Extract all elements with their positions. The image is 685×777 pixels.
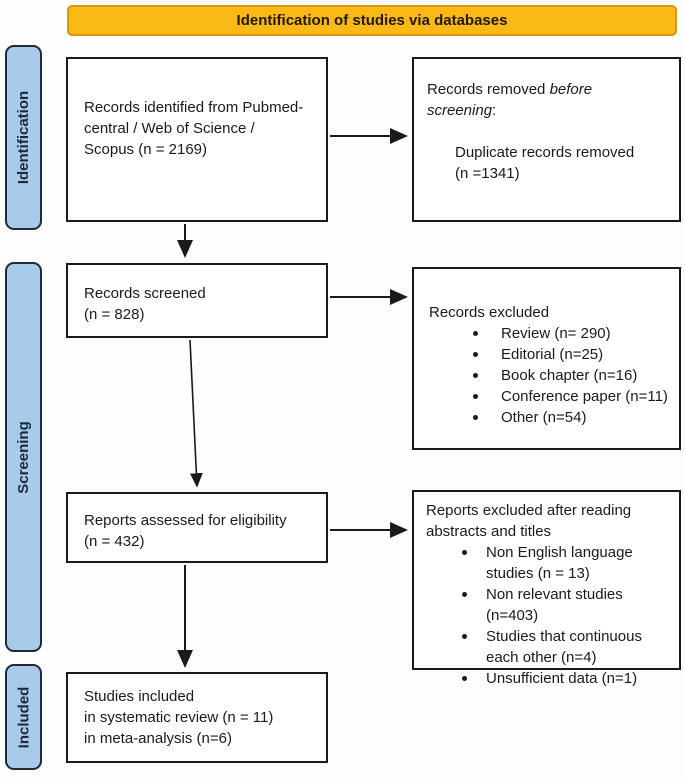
- box-line: Records screened: [84, 285, 206, 302]
- box-reports-excluded: Reports excluded after reading abstracts…: [412, 490, 681, 687]
- box-records-identified: Records identified from Pubmed- central …: [66, 57, 328, 222]
- list-item: Review (n= 290): [429, 323, 673, 344]
- text-italic: before: [549, 81, 593, 98]
- box-line: central / Web of Science /: [84, 120, 255, 137]
- box-line: Records identified from Pubmed-: [84, 99, 304, 116]
- box-reports-assessed: Reports assessed for eligibility (n = 43…: [66, 492, 328, 563]
- box-line: in meta-analysis (n=6): [84, 730, 232, 747]
- box-line: Reports assessed for eligibility: [84, 512, 287, 529]
- box-records-screened: Records screened (n = 828): [66, 263, 328, 338]
- exclusion-list: Review (n= 290) Editorial (n=25) Book ch…: [429, 323, 673, 428]
- exclusion-list: Non English language studies (n = 13) No…: [426, 542, 675, 689]
- box-line: (n =1341): [455, 165, 520, 182]
- box-line: Duplicate records removed: [455, 144, 635, 161]
- text-italic: screening: [427, 102, 493, 119]
- box-detail: Duplicate records removed (n =1341): [455, 142, 671, 184]
- box-heading: Records removed before screening:: [427, 79, 671, 121]
- box-records-removed: Records removed before screening: Duplic…: [412, 57, 681, 222]
- box-heading: Reports excluded after reading abstracts…: [426, 500, 675, 542]
- box-line: Reports excluded after reading: [426, 502, 632, 519]
- stage-label-identification: Identification: [5, 45, 42, 230]
- box-line: (n = 828): [84, 306, 145, 323]
- arrow-screened-to-assessed: [189, 339, 203, 488]
- box-heading: Records excluded: [429, 304, 550, 321]
- stage-label-text: Identification: [15, 90, 32, 185]
- box-line: Studies included: [84, 688, 195, 705]
- list-item: Non relevant studies (n=403): [426, 584, 675, 626]
- list-item: Book chapter (n=16): [429, 365, 673, 386]
- banner-title: Identification of studies via databases: [67, 5, 677, 36]
- box-line: abstracts and titles: [426, 523, 552, 540]
- stage-label-text: Included: [15, 686, 33, 748]
- list-item: Editorial (n=25): [429, 344, 673, 365]
- list-item: Studies that continuous each other (n=4): [426, 626, 675, 668]
- list-item: Other (n=54): [429, 407, 673, 428]
- list-item: Unsufficient data (n=1): [426, 668, 675, 689]
- stage-label-included: Included: [5, 664, 42, 770]
- text-span: Records removed: [427, 81, 550, 98]
- stage-label-screening: Screening: [5, 262, 42, 652]
- list-item: Non English language studies (n = 13): [426, 542, 675, 584]
- text-span: :: [492, 102, 497, 119]
- box-line: (n = 432): [84, 533, 145, 550]
- stage-label-text: Screening: [15, 420, 32, 494]
- box-line: in systematic review (n = 11): [84, 709, 274, 726]
- box-studies-included: Studies included in systematic review (n…: [66, 672, 328, 763]
- box-line: Scopus (n = 2169): [84, 141, 207, 158]
- box-records-excluded: Records excluded Review (n= 290) Editori…: [412, 267, 681, 450]
- list-item: Conference paper (n=11): [429, 386, 673, 407]
